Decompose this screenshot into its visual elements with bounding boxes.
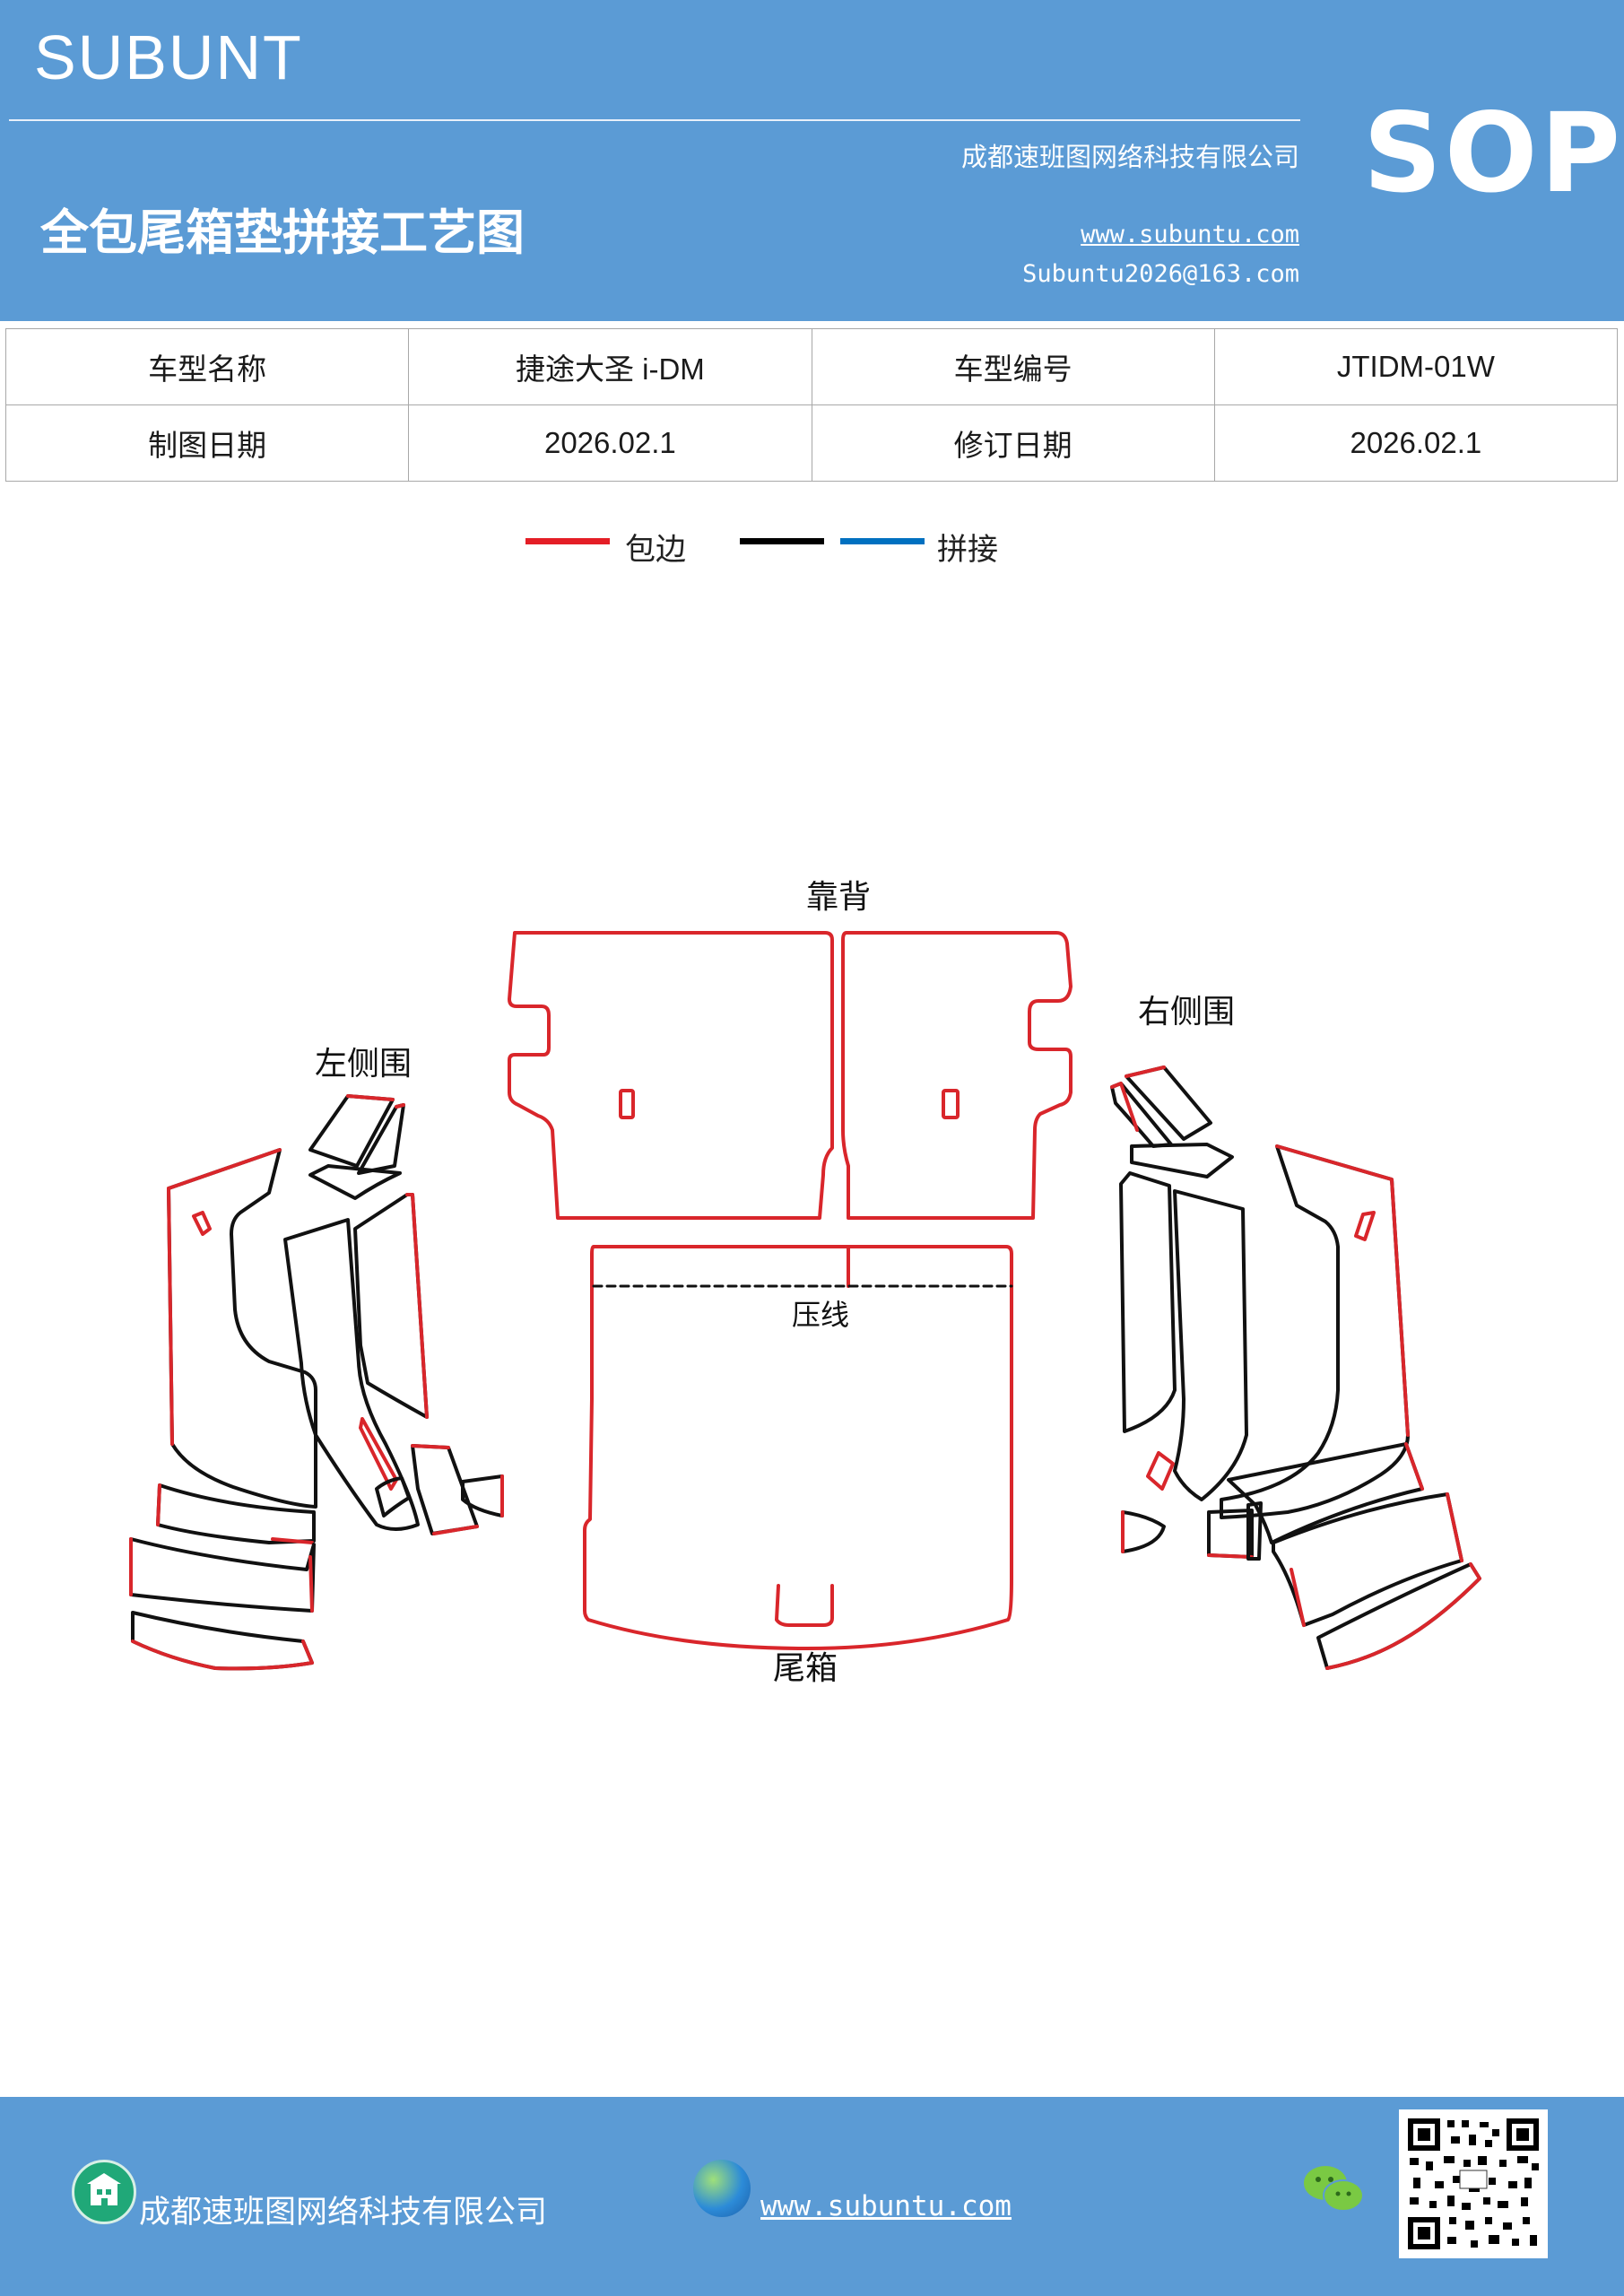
header: SUBUNT 成都速班图网络科技有限公司 全包尾箱垫拼接工艺图 www.subu… <box>0 0 1624 321</box>
page-title: 全包尾箱垫拼接工艺图 <box>40 204 525 261</box>
label-model-name: 车型名称 <box>4 328 410 405</box>
legend-swatch-join <box>840 538 925 544</box>
label-revise-date: 修订日期 <box>811 404 1215 482</box>
company-name: 成都速班图网络科技有限公司 <box>960 142 1299 172</box>
legend-label-join: 拼接 <box>937 532 998 568</box>
brand-logo: SUBUNT <box>34 22 303 92</box>
building-icon <box>72 2160 136 2224</box>
sop-badge: SOP <box>1363 90 1623 217</box>
table-row: 车型名称 捷途大圣 i-DM 车型编号 JTIDM-01W <box>4 328 1619 405</box>
footer-website-link[interactable]: www.subuntu.com <box>760 2190 1012 2222</box>
value-model-name: 捷途大圣 i-DM <box>408 328 812 405</box>
legend-swatch-edge <box>525 538 610 544</box>
value-revise-date: 2026.02.1 <box>1213 404 1619 482</box>
footer: 成都速班图网络科技有限公司 www.subuntu.com <box>0 2097 1624 2296</box>
value-draw-date: 2026.02.1 <box>408 404 812 482</box>
legend: 包边 拼接 <box>0 525 1624 578</box>
backrest-right-panel <box>841 931 1073 1220</box>
legend-label-edge: 包边 <box>625 532 686 568</box>
label-draw-date: 制图日期 <box>4 404 410 482</box>
label-model-code: 车型编号 <box>811 328 1215 405</box>
label-crease: 压线 <box>792 1298 849 1332</box>
email-address: Subuntu2026@163.com <box>1022 260 1299 288</box>
wechat-icon[interactable] <box>1302 2161 1365 2217</box>
label-trunk: 尾箱 <box>773 1650 838 1687</box>
globe-icon <box>693 2160 751 2217</box>
backrest-left-panel <box>508 931 834 1220</box>
label-backrest: 靠背 <box>806 879 871 916</box>
label-right-side: 右侧围 <box>1138 994 1235 1031</box>
label-left-side: 左侧围 <box>315 1046 412 1083</box>
legend-swatch-black <box>740 538 824 544</box>
left-side-panels <box>129 1094 504 1671</box>
right-side-panels <box>1110 1065 1481 1670</box>
footer-company-name: 成都速班图网络科技有限公司 <box>139 2195 548 2231</box>
value-model-code: JTIDM-01W <box>1213 328 1619 405</box>
info-table: 车型名称 捷途大圣 i-DM 车型编号 JTIDM-01W 制图日期 2026.… <box>4 328 1619 482</box>
website-link[interactable]: www.subuntu.com <box>1081 221 1299 248</box>
qr-code <box>1399 2109 1548 2258</box>
trunk-floor-panel <box>583 1245 1013 1650</box>
mat-diagram: 靠背 左侧围 右侧围 压线 尾箱 <box>129 879 1481 1687</box>
table-row: 制图日期 2026.02.1 修订日期 2026.02.1 <box>4 404 1619 482</box>
header-divider <box>9 119 1300 121</box>
